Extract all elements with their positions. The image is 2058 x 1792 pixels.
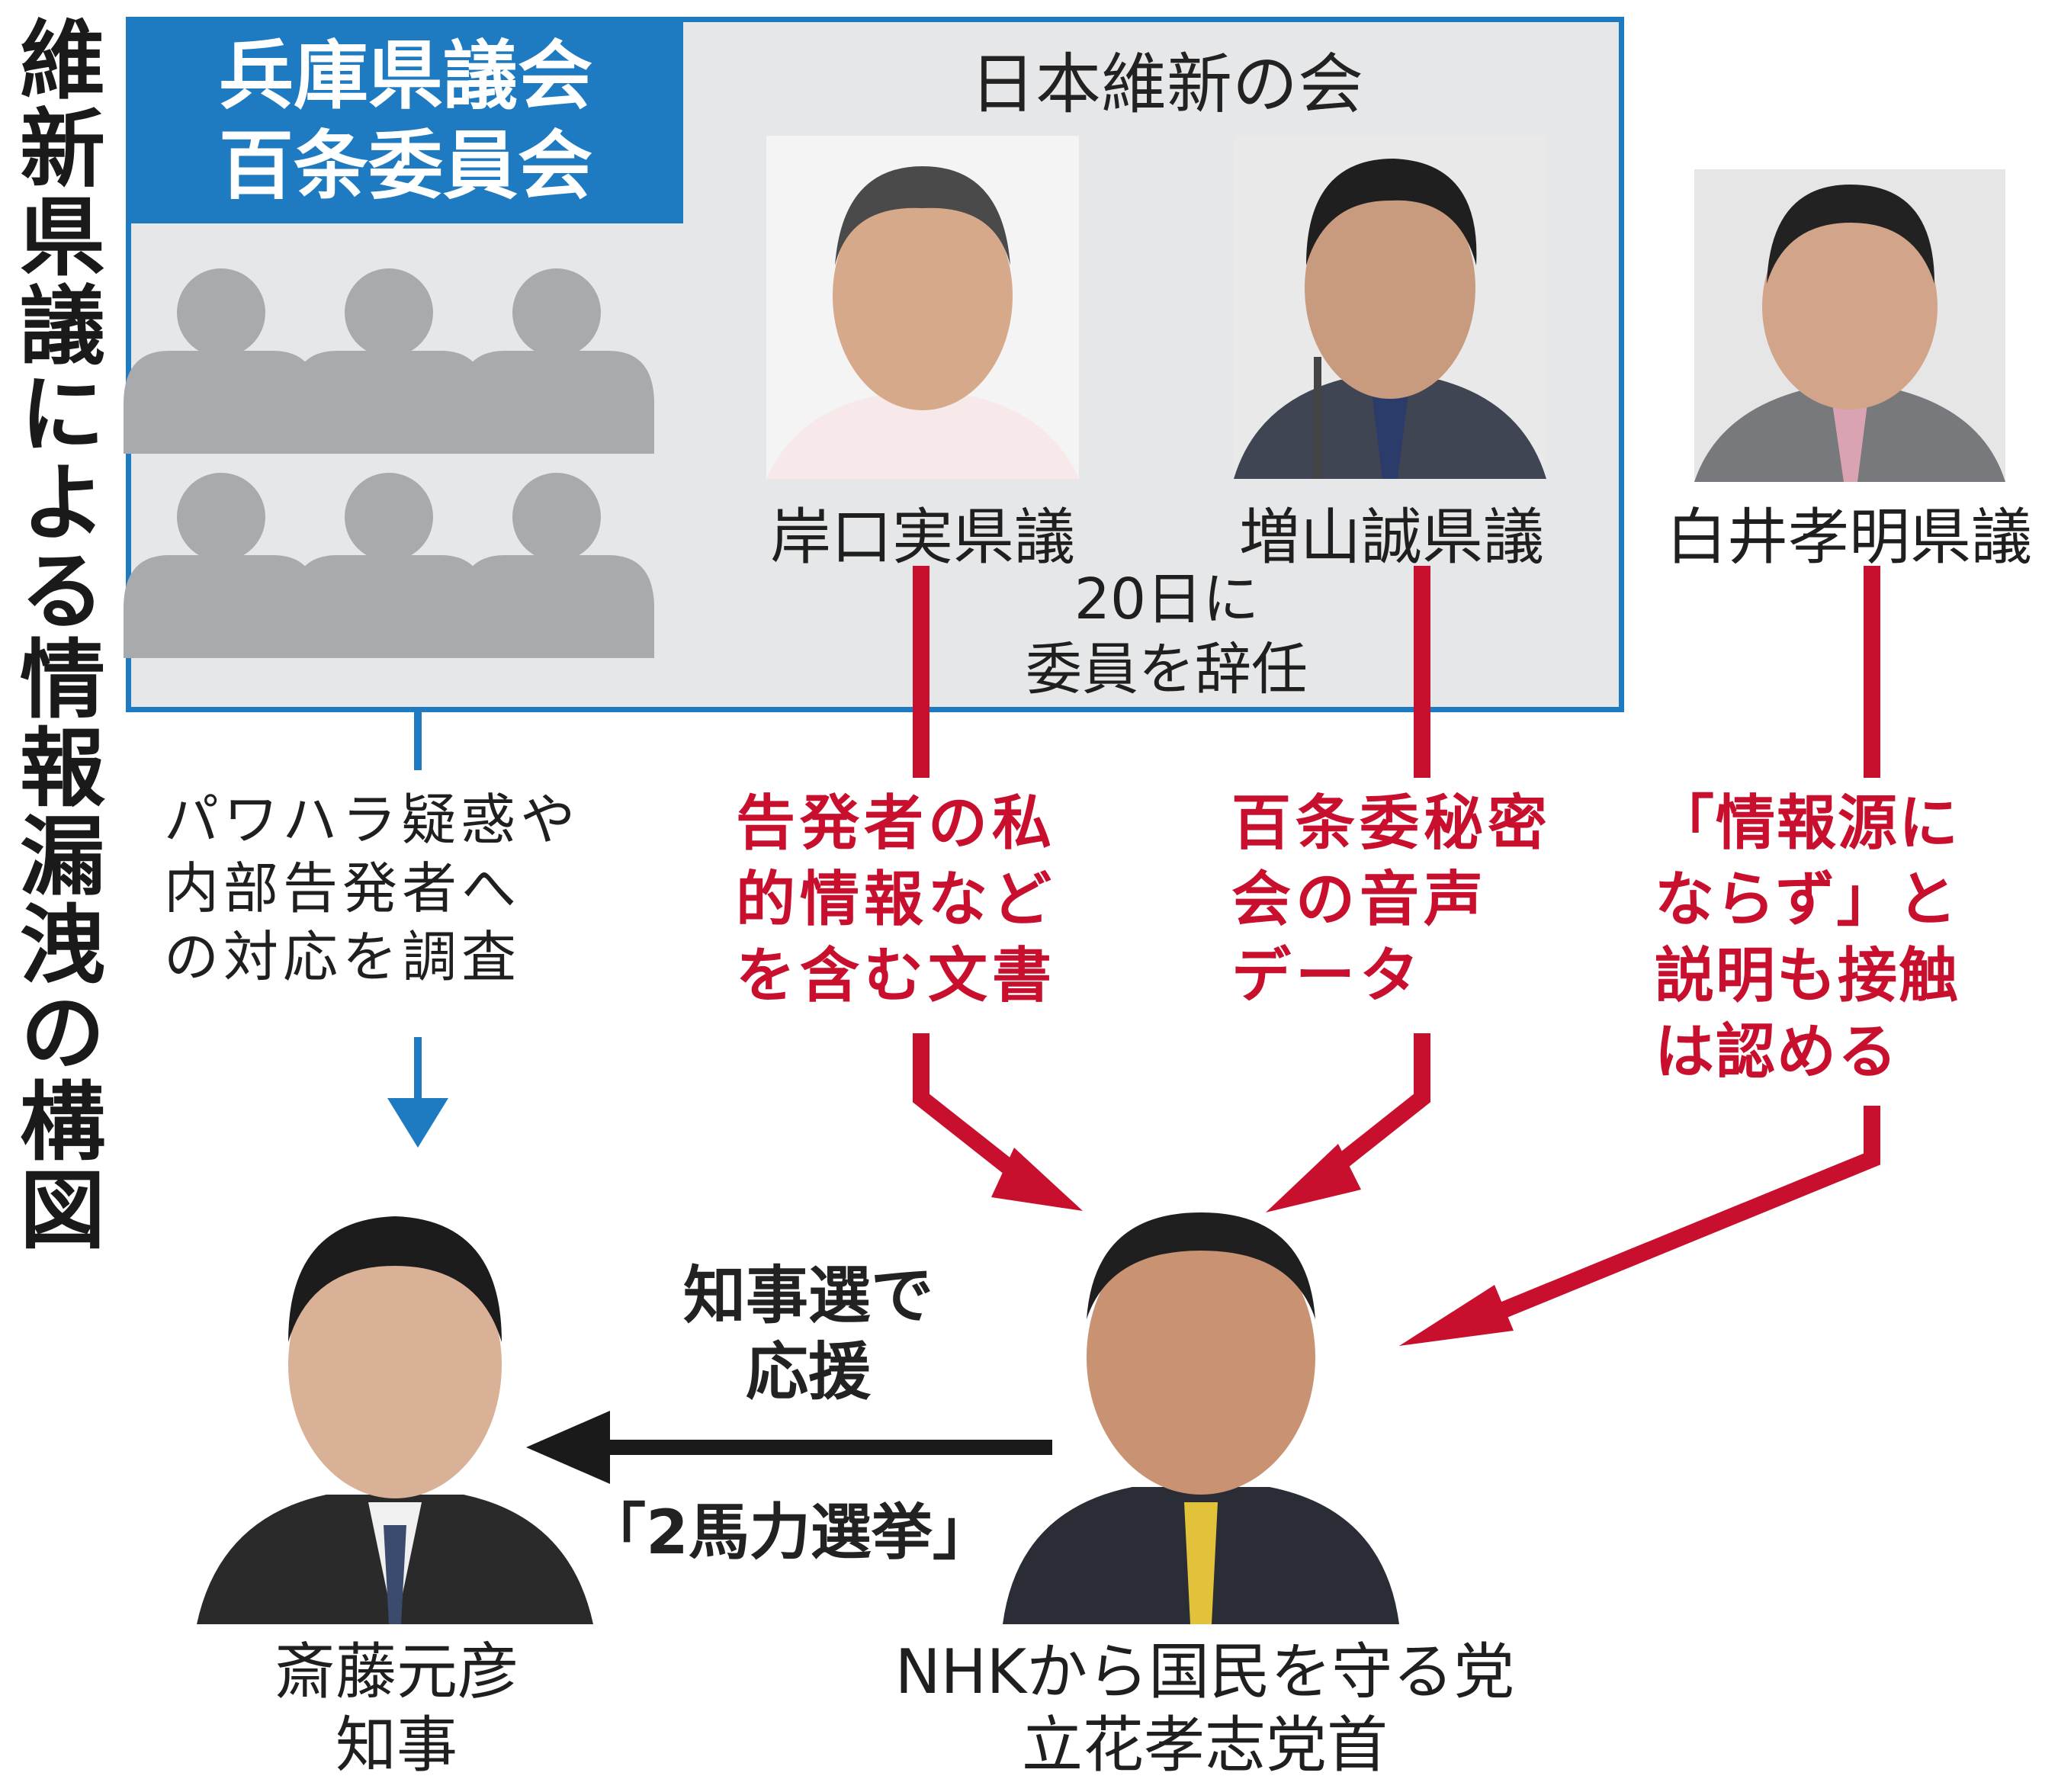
saito-photo: [197, 1167, 593, 1624]
investigation-note-line: 内部告発者へ: [164, 856, 522, 920]
kishiguchi-photo: [766, 136, 1079, 479]
red-arrowhead-icon: [1399, 1285, 1514, 1346]
member-silhouette-icon: [459, 473, 654, 658]
leak-note-line: 的情報など: [736, 865, 1057, 934]
member-silhouette-icon: [124, 268, 319, 454]
resign-note: 20日に 委員を辞任: [991, 564, 1342, 705]
saito-name-line1: 斎藤元彦: [275, 1636, 519, 1707]
leak-note-line: は認める: [1655, 1018, 1899, 1087]
tachibana-name-line1: NHKから国民を守る党: [894, 1636, 1515, 1707]
masuyama-photo: [1234, 136, 1546, 479]
kishiguchi-leak-note: 告発者の私 的情報など を含む文書: [736, 785, 1132, 1014]
blue-arrowhead-icon: [387, 1098, 448, 1148]
leak-note-line: 告発者の私: [736, 789, 1057, 858]
resign-note-line1: 20日に: [1074, 567, 1260, 632]
red-arrowhead-icon: [991, 1148, 1083, 1211]
page-title: 維新県議による情報漏洩の構図: [5, 15, 104, 1254]
portrait-image: [1003, 1167, 1399, 1624]
committee-label-line2: 百条委員会: [218, 123, 592, 210]
red-connector-line: [1468, 1106, 1880, 1331]
leak-note-line: を含む文書: [736, 942, 1057, 1010]
tachibana-name: NHKから国民を守る党 立花孝志党首: [839, 1636, 1571, 1782]
support-label-line1: 知事選で: [682, 1260, 933, 1332]
investigation-note-line: パワハラ疑惑や: [164, 788, 580, 852]
saito-name: 斎藤元彦 知事: [206, 1636, 587, 1782]
member-silhouette-icon: [459, 268, 654, 454]
red-arrowhead-icon: [1266, 1144, 1361, 1212]
shirai-photo: [1694, 169, 2005, 482]
member-silhouette-icon: [291, 268, 486, 454]
party-label: 日本維新の会: [970, 47, 1363, 123]
shirai-name: 白井孝明県議: [1666, 502, 2032, 573]
investigation-note: パワハラ疑惑や 内部告発者へ の対応を調査: [164, 785, 652, 991]
masuyama-leak-note: 百条委秘密 会の音声 データ: [1231, 785, 1597, 1014]
tachibana-photo: [1003, 1167, 1399, 1624]
resign-note-line2: 委員を辞任: [1026, 637, 1308, 702]
kishiguchi-name: 岸口実県議: [770, 502, 1075, 573]
support-label-line2: 応援: [745, 1336, 871, 1408]
investigation-note-line: の対応を調査: [164, 925, 522, 989]
portrait-image: [197, 1167, 593, 1624]
red-connector-line: [1306, 1033, 1430, 1193]
portrait-image: [1234, 136, 1546, 479]
leak-note-line: データ: [1231, 942, 1424, 1010]
portrait-image: [766, 136, 1079, 479]
leak-note-line: 会の音声: [1231, 865, 1488, 934]
support-label: 知事選で 応援: [656, 1258, 961, 1411]
shirai-leak-note: 「情報源に ならず」と 説明も接触 は認める: [1655, 785, 2051, 1090]
member-silhouette-icon: [124, 473, 319, 658]
masuyama-name: 増山誠県議: [1239, 502, 1544, 573]
leak-note-line: 「情報源に: [1655, 789, 1960, 858]
leak-note-line: 説明も接触: [1655, 942, 1960, 1010]
two-horsepower-label: 「2馬力選挙」: [585, 1497, 994, 1568]
committee-label-line1: 兵庫県議会: [218, 33, 592, 120]
red-connector-line: [913, 1033, 1042, 1196]
saito-name-line2: 知事: [336, 1710, 458, 1781]
leak-note-line: 百条委秘密: [1231, 789, 1552, 858]
tachibana-name-line2: 立花孝志党首: [1022, 1710, 1388, 1781]
black-arrowhead-icon: [526, 1411, 610, 1484]
member-silhouette-icon: [291, 473, 486, 658]
portrait-image: [1694, 169, 2005, 482]
committee-label: 兵庫県議会 百条委員会: [128, 19, 683, 223]
leak-note-line: ならず」と: [1655, 865, 1959, 934]
